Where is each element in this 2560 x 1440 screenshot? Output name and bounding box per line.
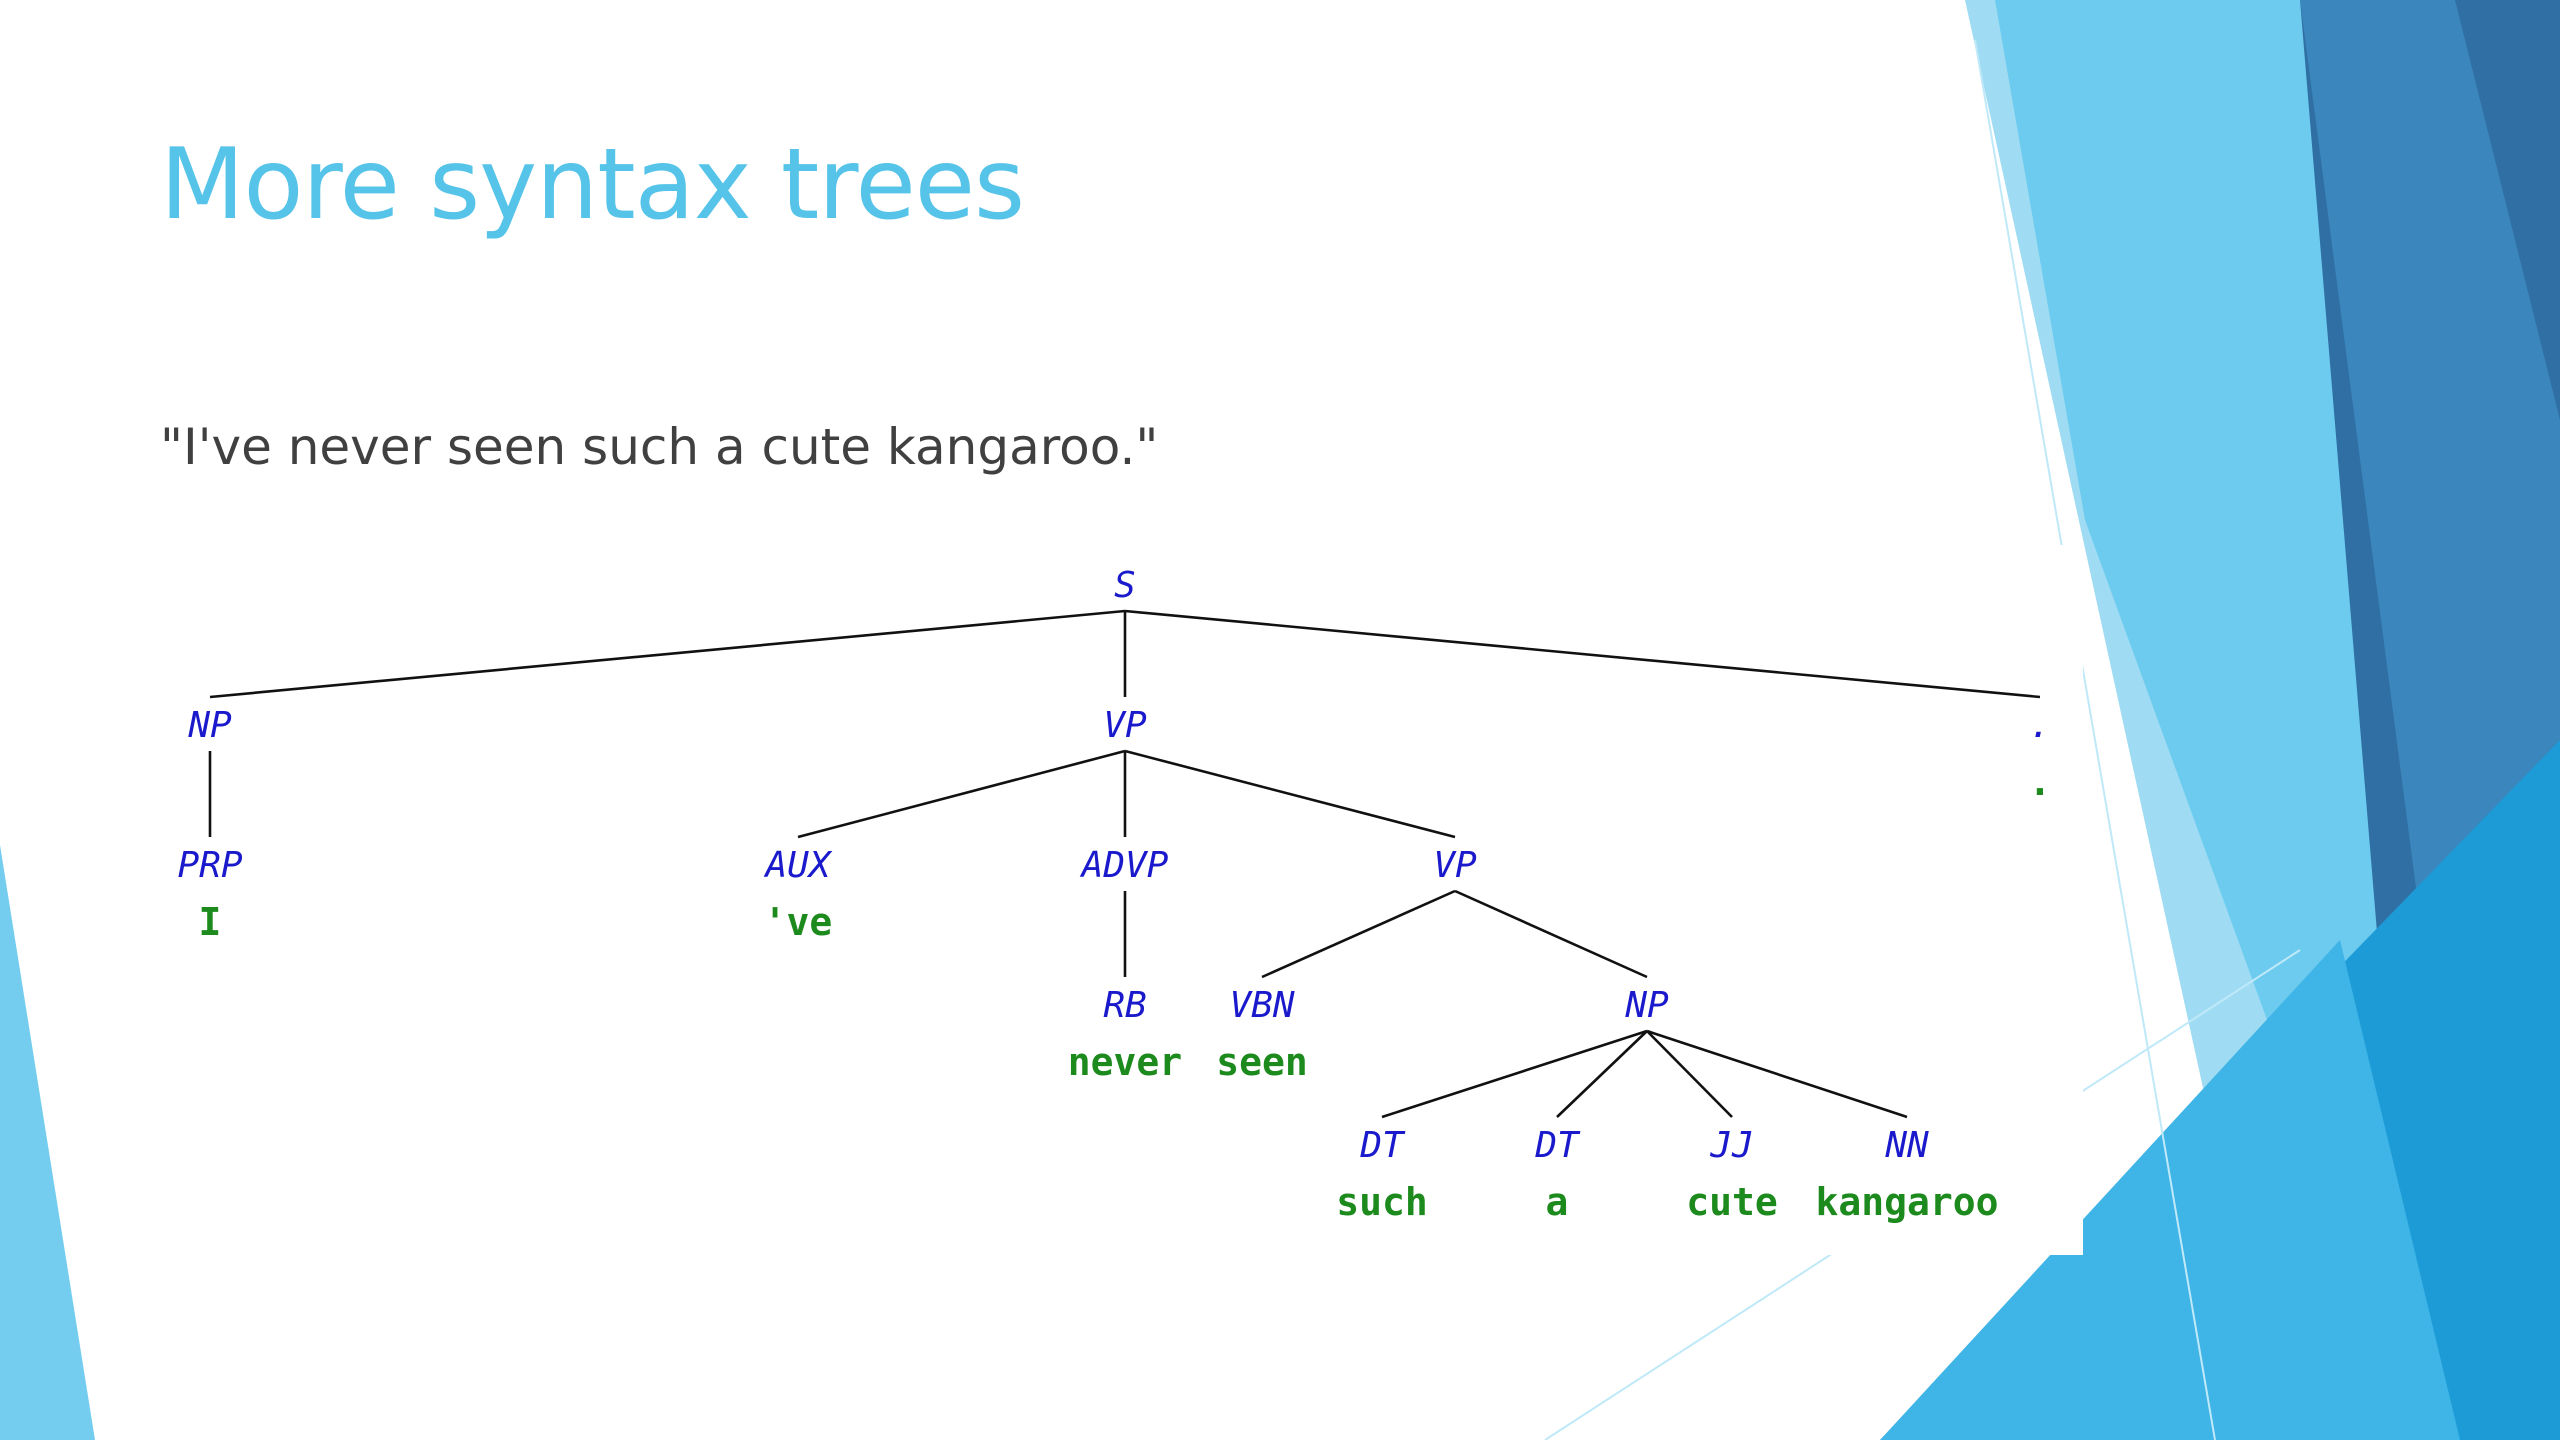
tree-tag-vp1: VP bbox=[1103, 705, 1147, 746]
tree-tag-prp: PRP bbox=[177, 845, 242, 886]
tree-edge-vp2-vbn bbox=[1262, 891, 1455, 977]
tree-edge-np2-dt2 bbox=[1557, 1031, 1647, 1117]
tree-word-punct-w: . bbox=[2029, 760, 2052, 804]
tree-word-w-a: a bbox=[1546, 1180, 1569, 1224]
tree-tag-np2: NP bbox=[1624, 985, 1669, 1026]
tree-word-w-ve: 've bbox=[764, 900, 833, 944]
tree-edge-vp1-aux bbox=[798, 751, 1125, 837]
tree-edge-vp1-vp2 bbox=[1125, 751, 1455, 837]
tree-word-w-such: such bbox=[1336, 1180, 1428, 1224]
tree-edge-np2-nn bbox=[1647, 1031, 1907, 1117]
syntax-tree-panel: S NP VP.. PRP I AUX 've ADVP VP RB never VBN seen NP D… bbox=[150, 545, 2083, 1255]
bg-shape-light-left bbox=[0, 845, 95, 1440]
tree-tag-vbn: VBN bbox=[1229, 985, 1294, 1026]
tree-tag-nn: NN bbox=[1884, 1125, 1929, 1166]
tree-tag-dt2: DT bbox=[1534, 1125, 1581, 1166]
tree-word-w-i: I bbox=[199, 900, 222, 944]
tree-tag-aux: AUX bbox=[763, 845, 832, 886]
tree-tag-punct: . bbox=[2029, 705, 2051, 746]
tree-tag-dt1: DT bbox=[1359, 1125, 1406, 1166]
tree-edge-np2-dt1 bbox=[1382, 1031, 1647, 1117]
tree-word-w-cute: cute bbox=[1686, 1180, 1778, 1224]
tree-tag-np1: NP bbox=[187, 705, 232, 746]
tree-tag-vp2: VP bbox=[1433, 845, 1477, 886]
syntax-tree: S NP VP.. PRP I AUX 've ADVP VP RB never VBN seen NP D… bbox=[150, 545, 2083, 1255]
example-sentence: "I've never seen such a cute kangaroo." bbox=[160, 418, 1158, 476]
tree-word-w-kangaroo: kangaroo bbox=[1815, 1180, 1998, 1224]
tree-tag-jj: JJ bbox=[1709, 1125, 1753, 1166]
slide-title: More syntax trees bbox=[160, 128, 1024, 242]
tree-tag-advp: ADVP bbox=[1080, 845, 1169, 886]
tree-tag-s: S bbox=[1114, 565, 1136, 606]
tree-word-w-never: never bbox=[1068, 1040, 1182, 1084]
tree-edge-s-np1 bbox=[210, 611, 1125, 697]
tree-edge-vp2-np2 bbox=[1455, 891, 1647, 977]
tree-word-w-seen: seen bbox=[1216, 1040, 1308, 1084]
tree-edge-s-punct bbox=[1125, 611, 2040, 697]
tree-tag-rb: RB bbox=[1103, 985, 1146, 1026]
